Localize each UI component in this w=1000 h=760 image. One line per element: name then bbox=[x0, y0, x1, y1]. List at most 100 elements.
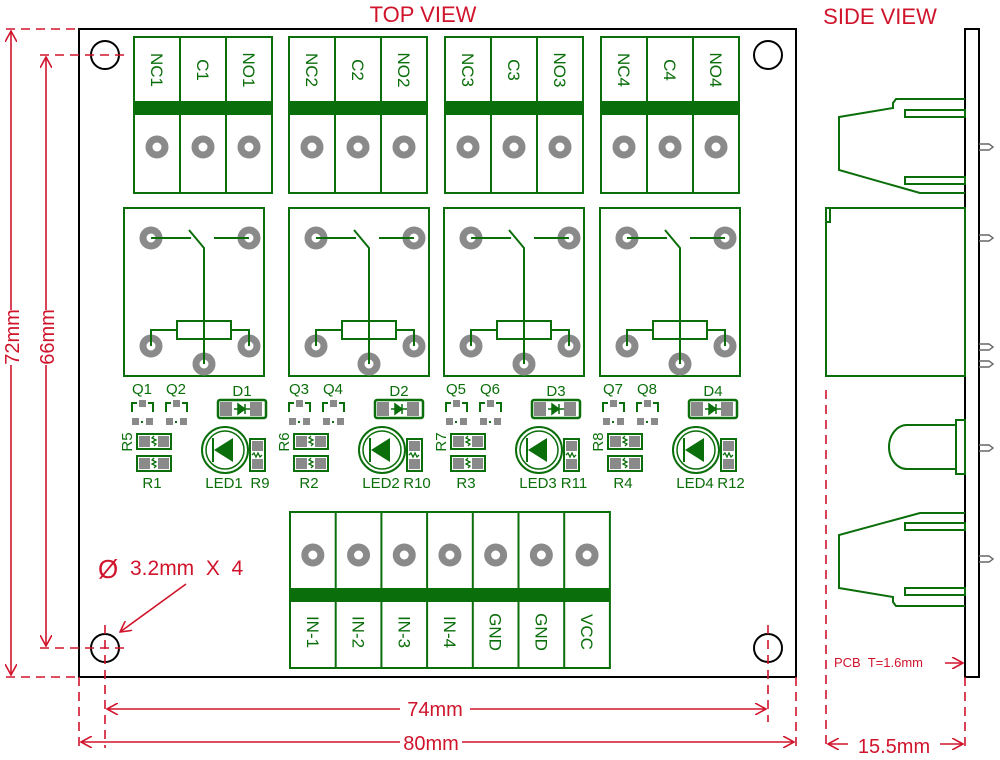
resistor-label: R3 bbox=[456, 475, 475, 492]
led-outline bbox=[515, 426, 563, 474]
transistor-outline bbox=[288, 402, 311, 412]
resistor-label: R8 bbox=[590, 432, 607, 451]
terminal-label-nc2: NC2 bbox=[302, 53, 321, 87]
pad bbox=[346, 135, 370, 159]
transistor-pad bbox=[644, 400, 651, 407]
input-terminal-label-gnd: GND bbox=[531, 613, 550, 651]
resistor-label: R1 bbox=[142, 475, 161, 492]
mounting-hole-label: 3.2mm X 4 bbox=[130, 557, 244, 580]
side-pins bbox=[979, 143, 995, 563]
pad bbox=[456, 135, 480, 159]
input-terminal-label-in-2: IN-2 bbox=[349, 616, 368, 648]
side-led bbox=[888, 424, 956, 470]
diode-outline bbox=[687, 398, 739, 420]
resistor-pad bbox=[723, 441, 734, 451]
transistor-pad bbox=[323, 418, 330, 425]
resistor-pad bbox=[566, 441, 577, 451]
resistor-label: R9 bbox=[250, 475, 269, 492]
transistor-dot bbox=[646, 421, 648, 423]
transistor-outline bbox=[636, 402, 659, 412]
led-outline bbox=[201, 426, 249, 474]
side-height-label: 15.5mm bbox=[858, 736, 930, 758]
transistor-pad bbox=[651, 418, 658, 425]
resistor-pad bbox=[629, 436, 640, 447]
relay-switch-symbol bbox=[471, 229, 569, 364]
pad bbox=[145, 135, 169, 159]
resistor-pad bbox=[409, 441, 420, 451]
diode-label: D3 bbox=[546, 383, 565, 400]
pcb-board-outline bbox=[78, 28, 797, 678]
transistor-dot bbox=[175, 421, 177, 423]
transistor-pad bbox=[610, 400, 617, 407]
resistor-label: R7 bbox=[433, 432, 450, 451]
transistor-pad bbox=[637, 418, 644, 425]
dim-72-label: 72mm bbox=[2, 309, 24, 365]
resistor-label: R4 bbox=[613, 475, 632, 492]
relay-3 bbox=[443, 207, 585, 377]
resistor-pad bbox=[629, 458, 640, 469]
relay-4 bbox=[599, 207, 741, 377]
diode-symbol-icon bbox=[548, 402, 564, 416]
input-terminal-label-in-3: IN-3 bbox=[394, 616, 413, 648]
resistor-label: R5 bbox=[119, 432, 136, 451]
diode-label: D1 bbox=[232, 383, 251, 400]
transistor-pad bbox=[480, 418, 487, 425]
transistor-pad bbox=[453, 400, 460, 407]
transistor-pad bbox=[173, 400, 180, 407]
diameter-symbol: Ø bbox=[98, 554, 118, 584]
diode-pad bbox=[721, 402, 733, 416]
led-symbol-icon bbox=[685, 438, 704, 462]
diode-label: D4 bbox=[703, 383, 722, 400]
led-symbol-icon bbox=[528, 438, 547, 462]
input-terminal-label-in-1: IN-1 bbox=[303, 616, 322, 648]
pad bbox=[575, 543, 599, 567]
resistor-pad bbox=[158, 458, 169, 469]
diode-pad bbox=[220, 402, 232, 416]
resistor-pad bbox=[723, 459, 734, 469]
relay-coil-leads bbox=[315, 329, 415, 346]
resistor-symbol-icon bbox=[464, 435, 472, 447]
terminal-label-no1: NO1 bbox=[239, 53, 258, 88]
resistor-outline bbox=[136, 433, 172, 450]
resistor-label: R12 bbox=[717, 475, 745, 492]
transistor-pad bbox=[146, 418, 153, 425]
transistor-dot bbox=[141, 421, 143, 423]
resistor-pad bbox=[252, 441, 263, 451]
diode-symbol-icon bbox=[705, 402, 721, 416]
transistor-dot bbox=[612, 421, 614, 423]
resistor-pad bbox=[566, 459, 577, 469]
input-terminal-label-vcc: VCC bbox=[577, 614, 596, 650]
relay-switch-symbol bbox=[627, 229, 725, 364]
transistor-dot bbox=[298, 421, 300, 423]
terminal-block-bar bbox=[601, 101, 739, 115]
resistor-pad bbox=[158, 436, 169, 447]
terminal-block-bar bbox=[289, 101, 427, 115]
transistor-label: Q8 bbox=[637, 381, 657, 398]
led-outline bbox=[358, 426, 406, 474]
resistor-symbol-icon bbox=[307, 457, 315, 469]
transistor-outline bbox=[322, 402, 345, 412]
resistor-label: R10 bbox=[403, 475, 431, 492]
diode-pad bbox=[691, 402, 703, 416]
input-terminal-label-in-4: IN-4 bbox=[440, 616, 459, 648]
resistor-label: R11 bbox=[561, 475, 587, 492]
pad bbox=[301, 543, 325, 567]
resistor-outline bbox=[293, 455, 329, 472]
resistor-label: R6 bbox=[276, 432, 293, 451]
transistor-pad bbox=[166, 418, 173, 425]
transistor-pad bbox=[330, 400, 337, 407]
resistor-symbol-icon bbox=[408, 451, 420, 459]
dim-66-label: 66mm bbox=[37, 309, 59, 365]
relay-coil-leads bbox=[470, 329, 570, 346]
pad bbox=[484, 543, 508, 567]
resistor-pad bbox=[315, 436, 326, 447]
relay-outline bbox=[443, 207, 585, 377]
resistor-pad bbox=[610, 436, 621, 447]
resistor-label: R2 bbox=[299, 475, 318, 492]
top-view-title: TOP VIEW bbox=[370, 2, 477, 27]
